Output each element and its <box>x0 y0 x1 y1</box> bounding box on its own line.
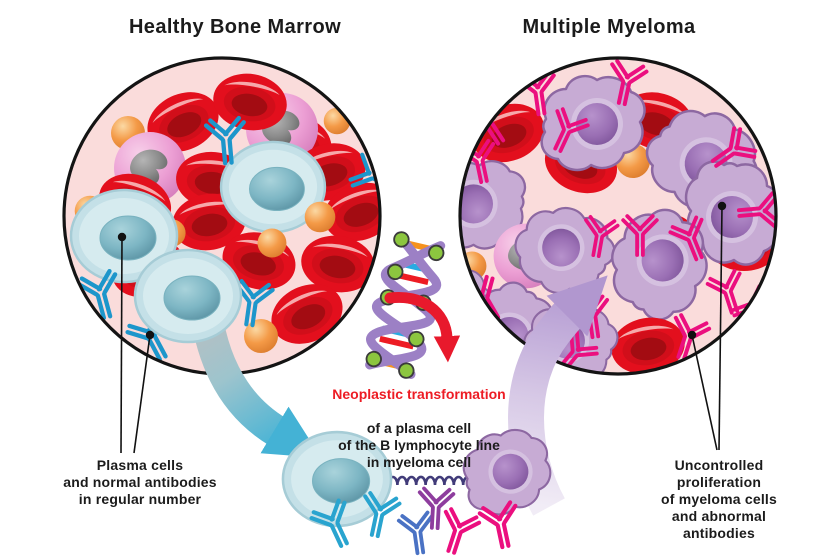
circle-outline <box>458 56 778 376</box>
transformation-detail: of a plasma cell of the B lymphocyte lin… <box>338 420 500 470</box>
left-caption: Plasma cells and normal antibodies in re… <box>63 457 217 507</box>
abnormal-antibody-icon <box>416 486 456 531</box>
mutation-arrow-icon <box>384 291 461 363</box>
progenitor-cell-icon <box>244 319 278 353</box>
abnormal-antibody-icon <box>432 505 483 560</box>
transformation-cells <box>281 420 561 560</box>
transformation-emphasis: Neoplastic transformation <box>332 386 506 402</box>
progenitor-cell-icon <box>304 201 336 233</box>
plasma-cell-icon <box>133 248 243 344</box>
pointer-dots <box>117 201 727 340</box>
healthy-marrow-circle <box>62 56 382 376</box>
myeloma-marrow-circle <box>458 56 778 376</box>
progenitor-cell-icon <box>257 228 287 258</box>
right-caption: Uncontrolled proliferation of myeloma ce… <box>660 457 778 541</box>
neoplastic-transformation-note: Neoplastic transformation of a plasma ce… <box>332 369 505 471</box>
right-title: Multiple Myeloma <box>522 16 696 38</box>
pointer-lines <box>120 205 723 454</box>
left-title: Healthy Bone Marrow <box>128 16 342 38</box>
transformation-coil <box>386 475 484 486</box>
